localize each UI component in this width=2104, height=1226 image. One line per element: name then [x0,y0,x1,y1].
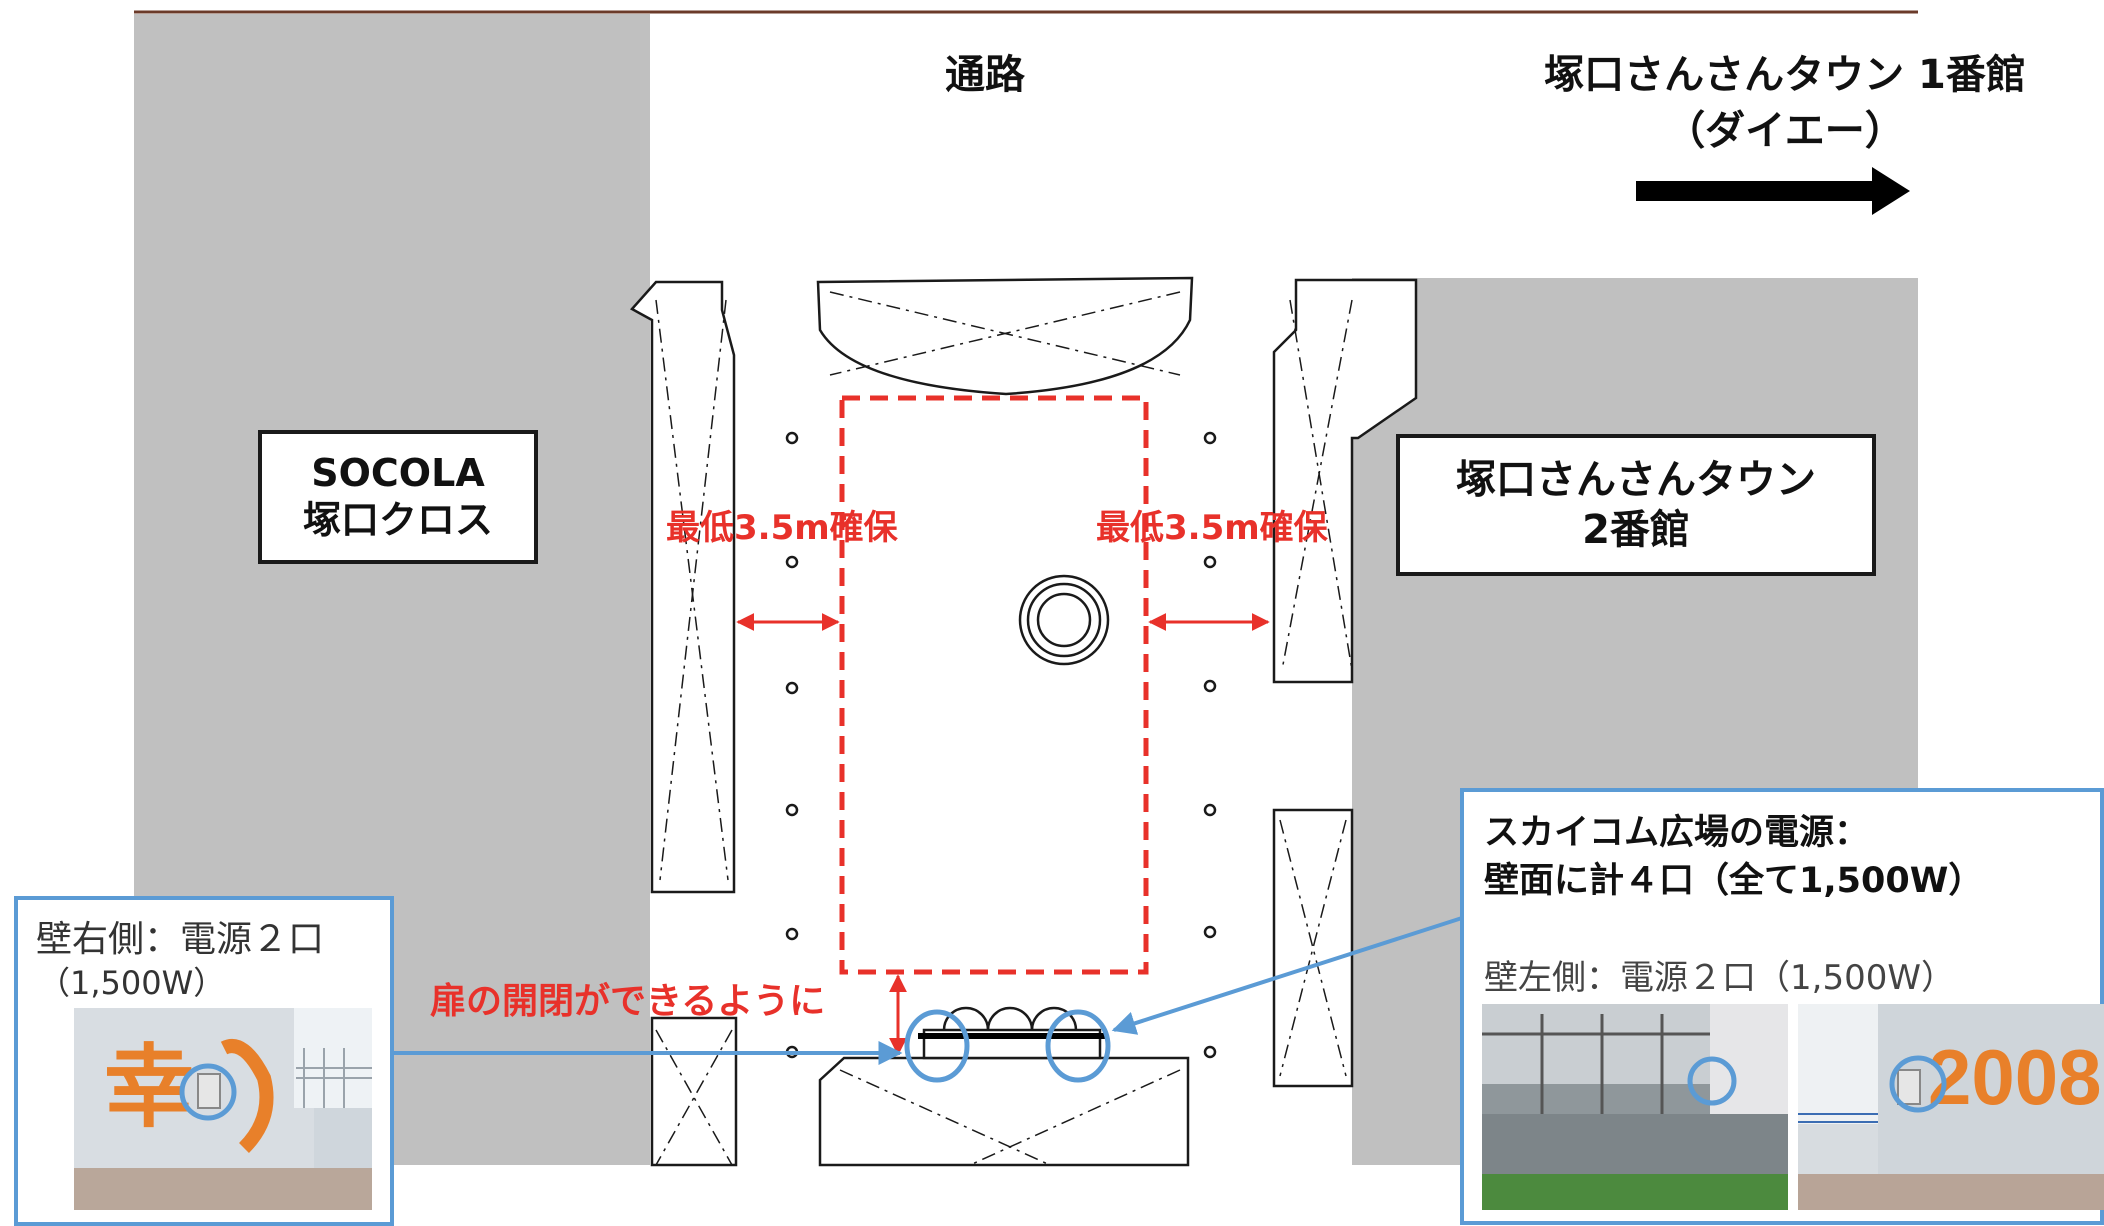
photo-wall-left-side-close: 2008 [1798,1004,2104,1210]
photo-outlet-highlight [179,1063,237,1121]
callout-left-line1: 壁右側：電源２口 [36,919,325,960]
photo-graffiti-left-text: 幸 [104,1038,194,1138]
photo-outlet-highlight [1687,1056,1737,1106]
tower2-label-box: 塚口さんさんタウン 2番館 [1396,434,1876,576]
tower2-label-line1: 塚口さんさんタウン [1456,457,1816,503]
callout-left-panel: 壁右側：電源２口 （1,500W） 幸 [14,896,394,1226]
tower1-label-line2: （ダイエー） [1665,108,1905,154]
clearance-label-right: 最低3.5m確保 [1096,508,1328,548]
outlet-highlight-left [904,1009,970,1083]
callout-right-panel: スカイコム広場の電源： 壁面に計４口（全て1,500W） 壁左側：電源２口（1,… [1460,788,2104,1225]
bottom-center-structure [818,1056,1190,1167]
left-bottom-structure [650,1016,738,1167]
clearance-label-left: 最低3.5m確保 [666,508,898,548]
right-canopy-structure [1272,278,1418,684]
stage-door-element [918,1006,1108,1060]
callout-right-title-line2: 壁面に計４口（全て1,500W） [1484,861,1984,901]
event-area-dashed-boundary [839,395,1149,975]
direction-arrow-icon [1636,167,1910,215]
socola-label-line1: SOCOLA [311,450,485,495]
photo-wall-left-side-wide [1482,1004,1788,1210]
socola-label-line2: 塚口クロス [302,498,493,542]
fountain-circle [1018,574,1110,666]
photo-graffiti-right-text: 2008 [1928,1033,2102,1121]
callout-pointer-right [1111,916,1463,1035]
socola-label-box: SOCOLA 塚口クロス [258,430,538,564]
top-canopy-structure [816,276,1194,396]
callout-right-title-line1: スカイコム広場の電源： [1484,813,1870,853]
passage-label: 通路 [945,52,1025,98]
right-lower-structure [1272,808,1354,1088]
door-note-label: 扉の開閉ができるように [430,981,826,1022]
tower1-label: 塚口さんさんタウン 1番館 （ダイエー） [1500,50,2070,156]
left-canopy-structure [630,280,736,894]
outlet-highlight-right [1045,1009,1111,1083]
tower2-label-line2: 2番館 [1582,507,1690,553]
photo-wall-right-side: 幸 [74,1008,372,1210]
tower1-label-line1: 塚口さんさんタウン 1番館 [1544,52,2026,98]
photo-outlet-highlight [1889,1055,1947,1113]
callout-right-subtitle: 壁左側：電源２口（1,500W） [1484,958,1955,998]
callout-left-line2: （1,500W） [38,964,226,1002]
